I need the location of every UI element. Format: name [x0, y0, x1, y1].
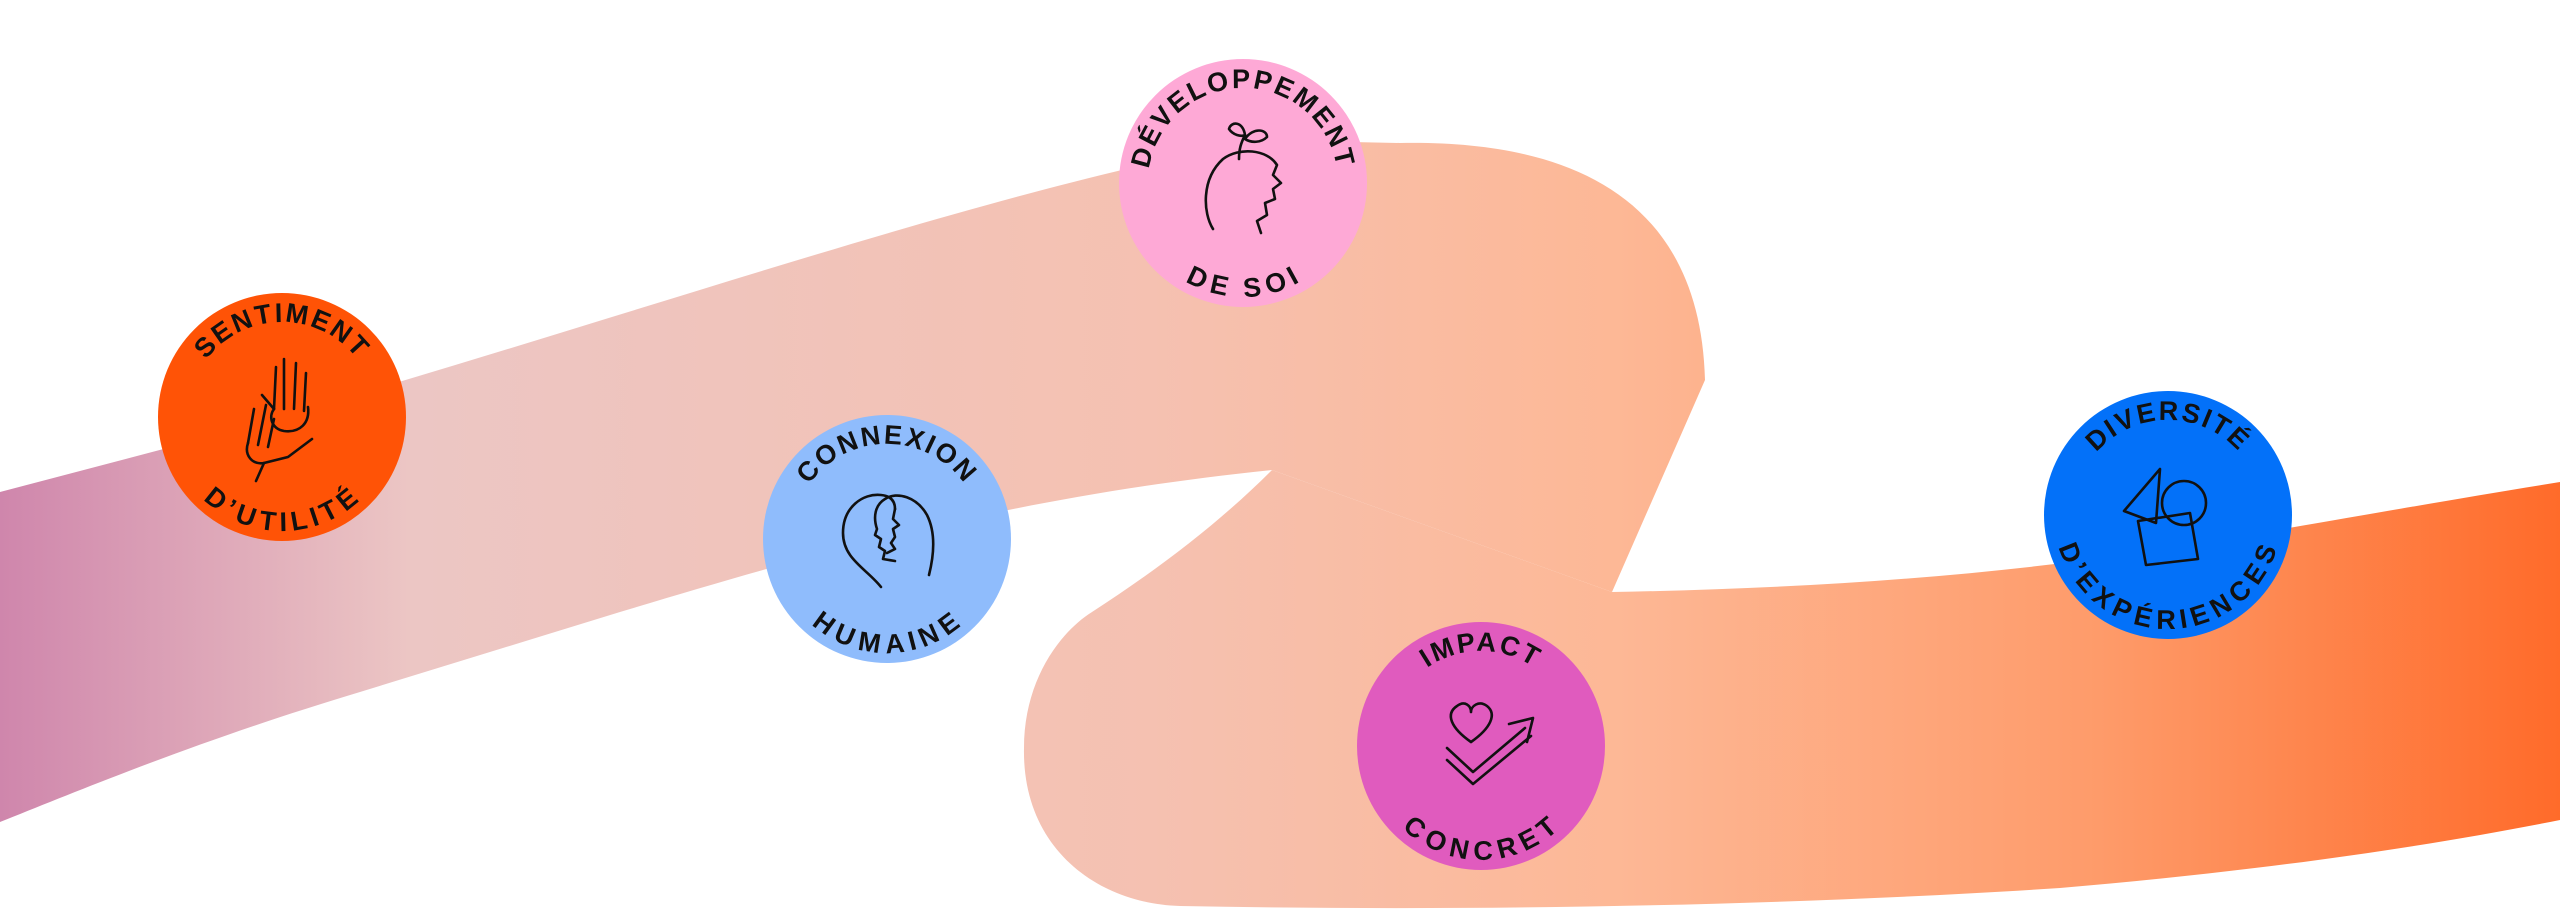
helping-hands-icon — [245, 357, 314, 483]
badge-circle — [158, 293, 406, 541]
two-faces-icon — [841, 493, 935, 589]
badge-impact-concret: IMPACT CONCRET — [1357, 622, 1605, 870]
badge-developpement-de-soi: DÉVELOPPEMENT DE SOI — [1119, 59, 1367, 307]
badge-sentiment-utilite: SENTIMENT D’UTILITÉ — [158, 293, 406, 541]
badge-circle — [1357, 622, 1605, 870]
badge-circle — [1119, 59, 1367, 307]
badge-circle — [2044, 391, 2292, 639]
heart-arrow-icon — [1445, 702, 1535, 786]
badge-connexion-humaine: CONNEXION HUMAINE — [763, 415, 1011, 663]
shapes-icon — [2122, 467, 2208, 567]
badge-circle — [763, 415, 1011, 663]
ribbon-right-band — [1023, 470, 2560, 909]
badge-diversite-experiences: DIVERSITÉ D’EXPÉRIENCES — [2044, 391, 2292, 639]
head-sprout-icon — [1204, 122, 1283, 235]
